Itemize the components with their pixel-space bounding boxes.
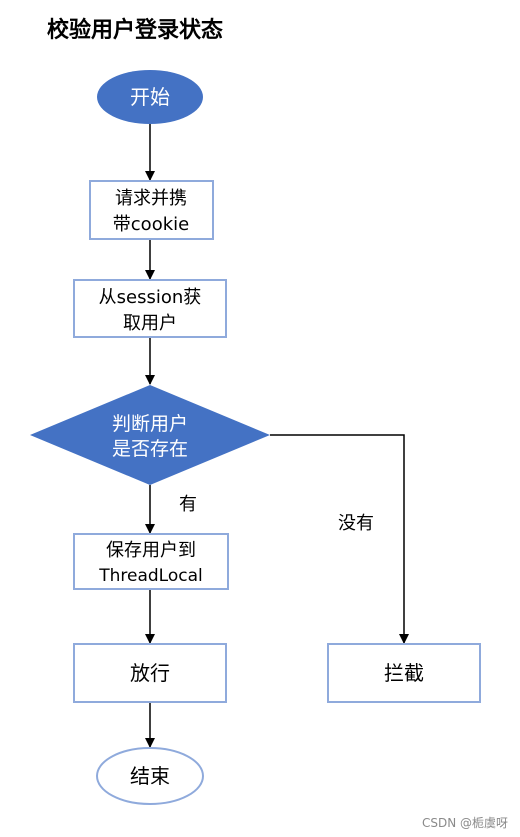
save-label-line2: ThreadLocal [98, 566, 203, 586]
end-node: 结束 [96, 747, 204, 805]
decision-node: 判断用户 是否存在 [30, 385, 270, 485]
diagram-title: 校验用户登录状态 [47, 18, 224, 43]
edge-decision-block [270, 434, 409, 644]
yes-edge-label: 有 [179, 494, 197, 515]
request-label-line1: 请求并携 [115, 188, 187, 209]
fetch-label-line1: 从session获 [99, 287, 202, 308]
pass-label: 放行 [130, 661, 170, 685]
block-node: 拦截 [327, 643, 481, 703]
decision-label-line1: 判断用户 [112, 413, 188, 435]
start-node: 开始 [97, 70, 203, 124]
watermark: CSDN @栀虞呀 [421, 816, 508, 830]
decision-label-line2: 是否存在 [112, 438, 188, 460]
no-edge-label: 没有 [338, 513, 374, 534]
save-label-line1: 保存用户到 [106, 540, 196, 561]
request-label-line2: 带cookie [113, 214, 189, 235]
fetch-label-line2: 取用户 [123, 313, 177, 334]
pass-node: 放行 [73, 643, 227, 703]
start-label: 开始 [130, 85, 170, 109]
request-node: 请求并携 带cookie [89, 180, 214, 240]
save-node: 保存用户到 ThreadLocal [73, 533, 229, 590]
fetch-node: 从session获 取用户 [73, 279, 227, 338]
block-label: 拦截 [384, 661, 424, 685]
end-label: 结束 [130, 764, 170, 788]
